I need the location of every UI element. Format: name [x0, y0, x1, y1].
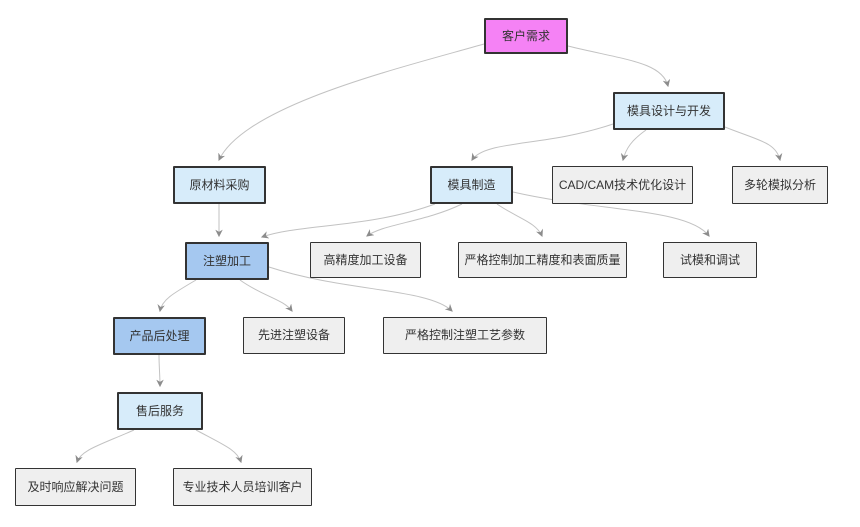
edge-customer-demand-to-raw-materials — [218, 43, 485, 162]
node-after-sales: 售后服务 — [117, 392, 203, 430]
edge-injection-molding-to-post-processing — [157, 279, 197, 313]
node-high-precision-equipment: 高精度加工设备 — [310, 242, 421, 278]
edge-mold-manufacture-to-precision-quality-control — [496, 203, 543, 238]
edge-mold-manufacture-to-trial-debug — [512, 191, 710, 237]
edge-mold-design-to-mold-manufacture — [471, 123, 614, 161]
node-advanced-equipment: 先进注塑设备 — [243, 317, 345, 354]
edge-mold-manufacture-to-injection-molding — [260, 203, 436, 239]
edge-mold-design-to-multi-simulation — [724, 126, 783, 162]
edge-customer-demand-to-mold-design — [567, 45, 671, 88]
node-precision-quality-control: 严格控制加工精度和表面质量 — [458, 242, 627, 278]
edge-mold-manufacture-to-high-precision-equipment — [366, 203, 463, 237]
node-process-parameters: 严格控制注塑工艺参数 — [383, 317, 547, 354]
edge-after-sales-to-timely-response — [75, 429, 135, 464]
edge-injection-molding-to-advanced-equipment — [239, 279, 293, 312]
node-mold-design: 模具设计与开发 — [613, 92, 725, 130]
node-cad-cam-design: CAD/CAM技术优化设计 — [552, 166, 693, 204]
node-customer-training: 专业技术人员培训客户 — [173, 468, 312, 506]
node-trial-debug: 试模和调试 — [663, 242, 757, 278]
node-timely-response: 及时响应解决问题 — [15, 468, 136, 506]
node-post-processing: 产品后处理 — [113, 317, 206, 355]
edge-mold-design-to-cad-cam — [620, 129, 647, 162]
node-customer-demand: 客户需求 — [484, 18, 568, 54]
edge-after-sales-to-customer-training — [195, 429, 243, 464]
edge-injection-molding-to-process-parameters — [268, 266, 453, 312]
node-injection-molding: 注塑加工 — [185, 242, 269, 280]
edge-post-processing-to-after-sales — [156, 354, 164, 388]
node-raw-materials: 原材料采购 — [173, 166, 266, 204]
node-mold-manufacture: 模具制造 — [430, 166, 513, 204]
node-multi-simulation: 多轮模拟分析 — [732, 166, 828, 204]
